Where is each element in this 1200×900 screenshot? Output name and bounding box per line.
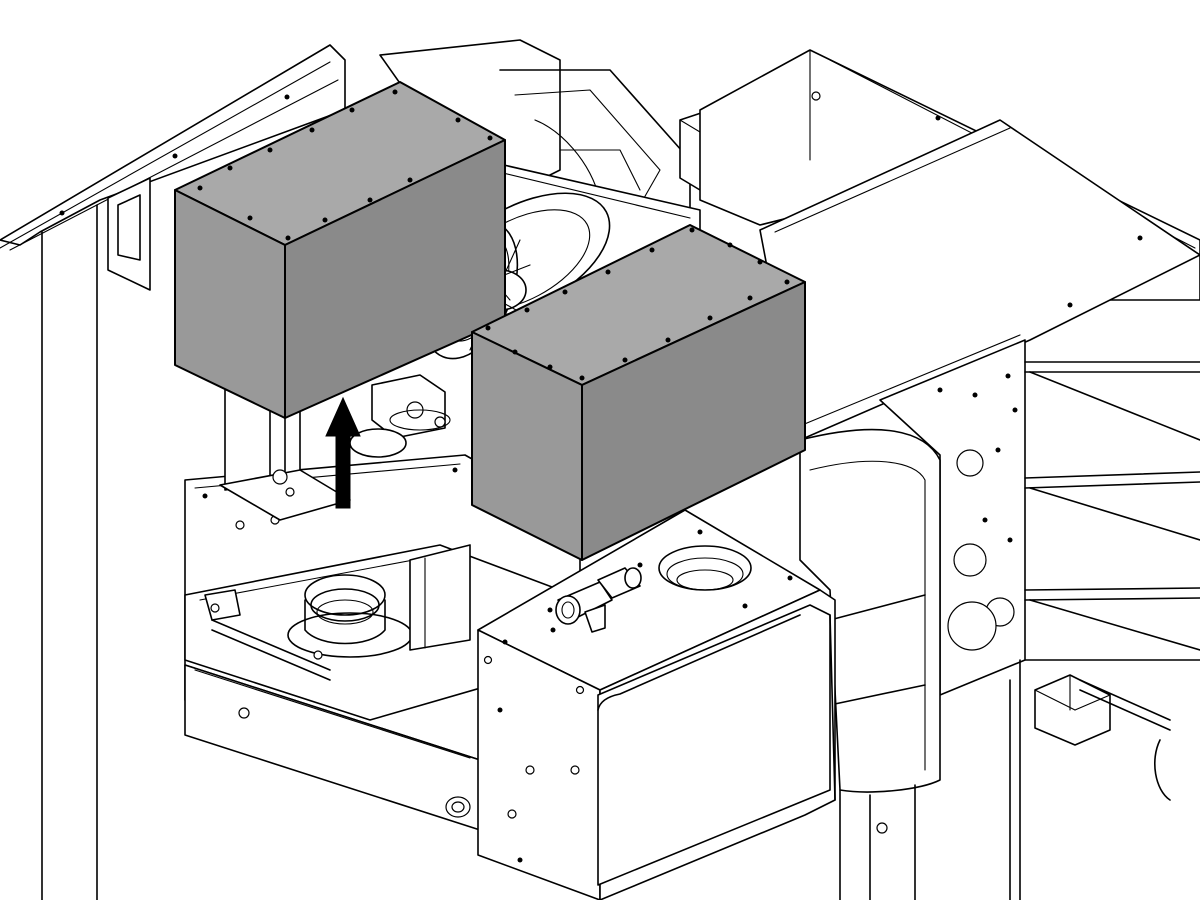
right-cover [471, 224, 806, 561]
left-frame-panel [0, 44, 346, 900]
lift-arrow-icon [325, 396, 361, 509]
curved-housing [799, 428, 941, 900]
vertical-bracket [409, 544, 471, 651]
left-cover [174, 81, 506, 419]
valve-fitting [550, 567, 642, 633]
collar-ring [658, 545, 752, 591]
round-flange-left [204, 574, 413, 681]
right-cover-side [581, 281, 806, 561]
right-shelf-frame [1009, 361, 1200, 900]
